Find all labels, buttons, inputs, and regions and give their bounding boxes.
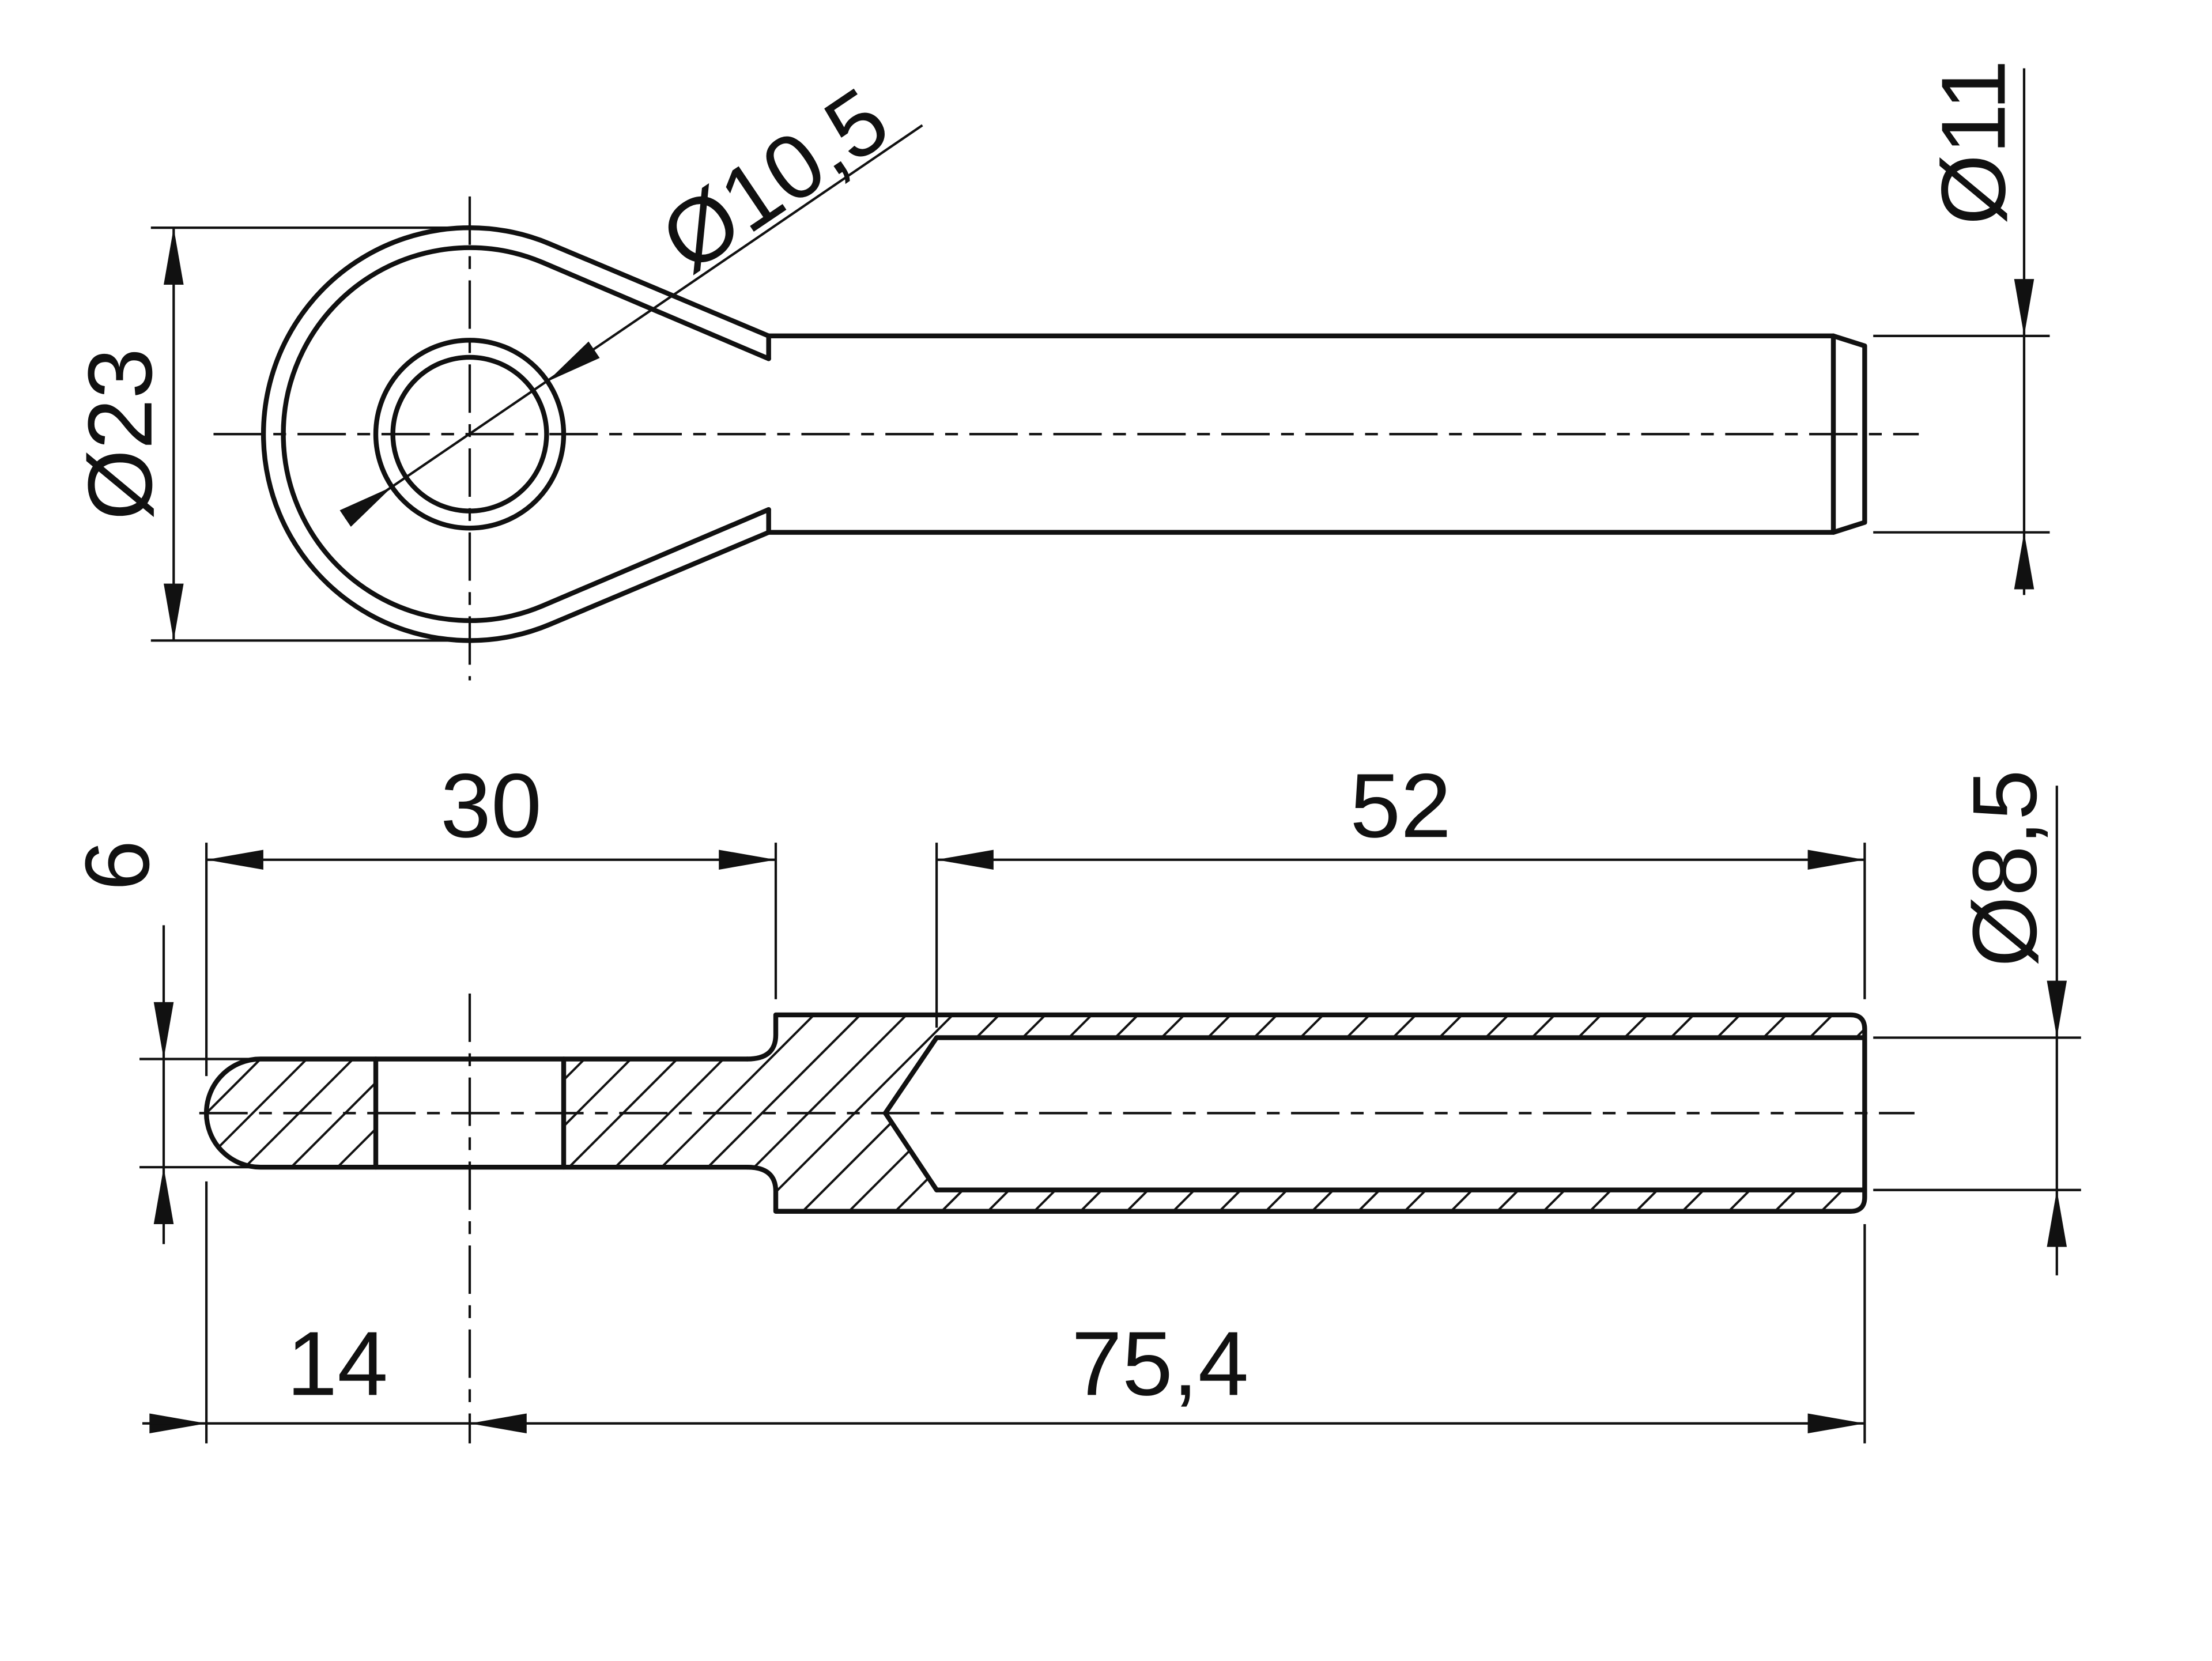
leader-line (344, 124, 923, 520)
shank-contour (766, 333, 1867, 535)
shank-outline-top-view (766, 333, 1867, 535)
eye-hole-edge (373, 338, 567, 531)
arrowhead (2047, 980, 2067, 1038)
arrowhead (470, 1413, 527, 1434)
drill-cone-bottom (882, 1111, 939, 1192)
center-lines-top-view (213, 196, 1919, 681)
arrowhead (547, 341, 600, 382)
arrowhead (2014, 532, 2034, 590)
arrowhead (1807, 850, 1865, 870)
eye-outer-contour (261, 225, 771, 643)
dim-label-shank-length: 75,4 (1071, 1313, 1249, 1414)
arrowhead (2014, 279, 2034, 336)
section-view: 30 52 6 Ø8,5 (67, 755, 2081, 1444)
eye-outline (261, 225, 771, 643)
section-outline (204, 1012, 1867, 1214)
arrowhead (153, 1167, 174, 1224)
dimension-eye-outer-diameter: Ø23 (70, 226, 459, 642)
dimension-hole-center-from-end: 14 (149, 1181, 388, 1444)
eye-inner-contour (281, 245, 771, 623)
arrowhead (153, 1002, 174, 1059)
eye-hole-chamfer (390, 354, 549, 514)
dimension-bore-depth: 52 (935, 755, 1866, 1028)
center-lines-section-view (199, 993, 1915, 1444)
dimension-eye-thickness: 6 (67, 840, 251, 1244)
dim-label-eye-hole-diameter: Ø10,5 (644, 69, 906, 292)
drill-cone-top (882, 1035, 939, 1116)
arrowhead (206, 850, 263, 870)
dim-label-eye-length: 30 (440, 755, 542, 856)
dimension-bore-diameter: Ø8,5 (1873, 769, 2081, 1275)
dimension-eye-length: 30 (205, 755, 777, 1077)
dim-label-shank-diameter: Ø11 (1923, 59, 2024, 225)
dim-label-bore-depth: 52 (1350, 755, 1451, 856)
dimension-shank-length: 75,4 (142, 1224, 1866, 1444)
arrowhead (164, 228, 184, 285)
arrowhead (719, 850, 776, 870)
arrowhead (937, 850, 994, 870)
dim-label-eye-outer-diameter: Ø23 (70, 348, 171, 520)
arrowhead (164, 583, 184, 641)
hatch-region-body (564, 1014, 1865, 1211)
arrowhead (339, 486, 392, 527)
dim-label-hole-center-from-end: 14 (286, 1313, 388, 1414)
arrowhead (2047, 1190, 2067, 1247)
eye-plate-contour (204, 1056, 750, 1170)
arrowhead (1807, 1413, 1865, 1434)
dimension-shank-diameter: Ø11 (1873, 59, 2050, 595)
dim-label-eye-thickness: 6 (67, 840, 168, 891)
dim-label-bore-diameter: Ø8,5 (1954, 769, 2056, 967)
top-view: Ø23 Ø10,5 Ø11 (70, 59, 2050, 681)
shank-contour-section (745, 1012, 1867, 1214)
